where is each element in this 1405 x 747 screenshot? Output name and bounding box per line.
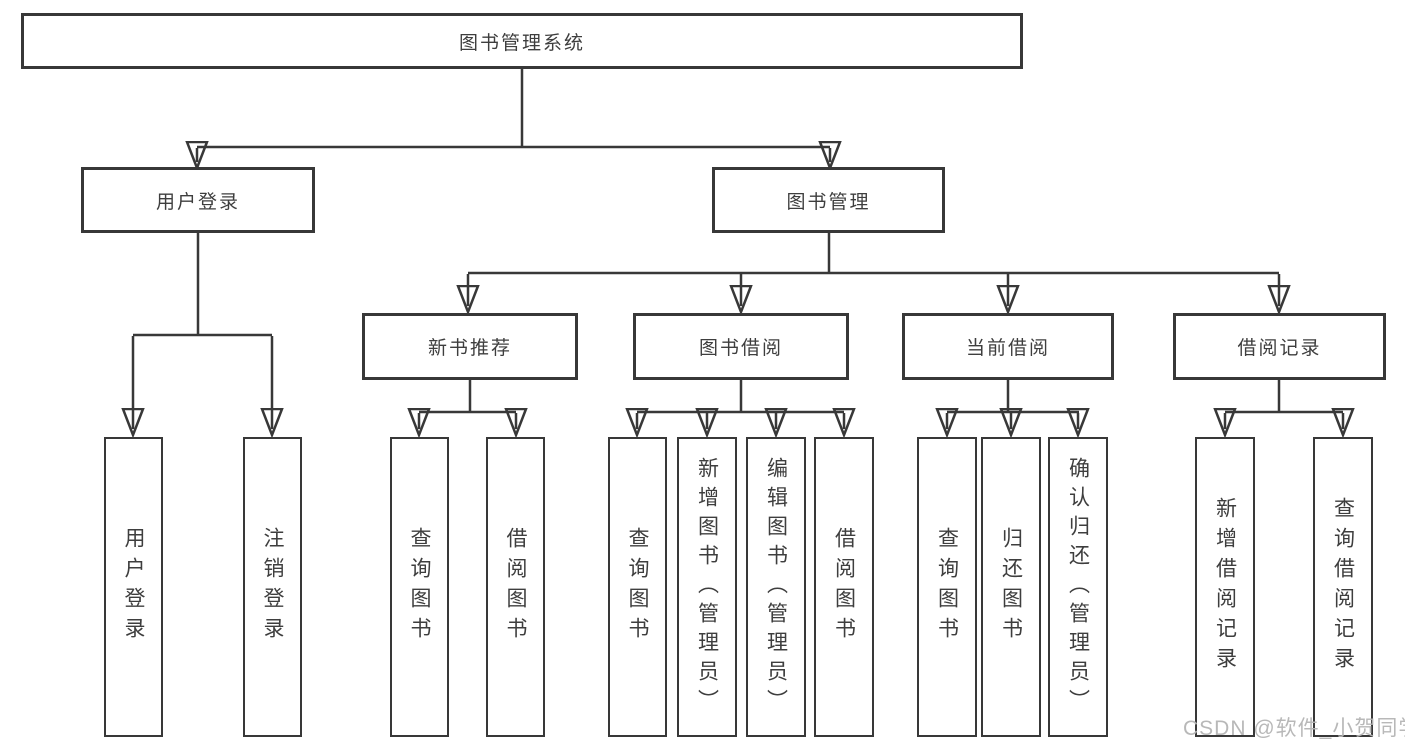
node-new-book-recommend: 新书推荐	[362, 313, 578, 380]
node-book-management-label: 图书管理	[786, 191, 871, 213]
node-edit-books-admin: 编辑图书（管理员）	[746, 437, 806, 737]
node-query-borrow-record: 查询借阅记录	[1313, 437, 1373, 737]
node-query-books-current: 查询图书	[917, 437, 977, 737]
node-book-borrowing-label: 图书借阅	[698, 338, 783, 359]
connector-book-management-split	[468, 232, 1279, 306]
node-borrowing-records: 借阅记录	[1173, 313, 1386, 380]
node-new-book-recommend-label: 新书推荐	[427, 338, 512, 359]
node-borrow-books-recommend: 借阅图书	[486, 437, 545, 737]
node-logout-leaf: 注销登录	[243, 437, 302, 737]
node-book-management: 图书管理	[712, 167, 945, 233]
connector-new-book-split	[419, 379, 516, 429]
node-add-borrow-record: 新增借阅记录	[1195, 437, 1255, 737]
connector-user-login-split	[133, 232, 272, 429]
connector-book-borrow-split	[637, 379, 844, 429]
node-user-login: 用户登录	[81, 167, 315, 233]
node-borrow-books-borrowing: 借阅图书	[814, 437, 874, 737]
connector-root-split	[197, 69, 830, 162]
node-current-borrowing-label: 当前借阅	[965, 338, 1050, 359]
node-book-borrowing: 图书借阅	[633, 313, 849, 380]
node-root: 图书管理系统	[21, 13, 1023, 69]
node-query-books-borrowing: 查询图书	[608, 437, 667, 737]
node-borrowing-records-label: 借阅记录	[1237, 338, 1322, 359]
node-current-borrowing: 当前借阅	[902, 313, 1114, 380]
csdn-watermark: CSDN @软件_小贺同学	[1183, 717, 1405, 740]
node-user-login-label: 用户登录	[155, 191, 240, 213]
node-query-books-recommend: 查询图书	[390, 437, 449, 737]
connector-borrow-record-split	[1225, 379, 1343, 429]
node-add-books-admin: 新增图书（管理员）	[677, 437, 737, 737]
node-return-books: 归还图书	[981, 437, 1041, 737]
node-root-label: 图书管理系统	[458, 32, 585, 54]
node-login-leaf: 用户登录	[104, 437, 163, 737]
node-confirm-return-admin: 确认归还（管理员）	[1048, 437, 1108, 737]
connector-current-borrow-split	[947, 379, 1079, 429]
